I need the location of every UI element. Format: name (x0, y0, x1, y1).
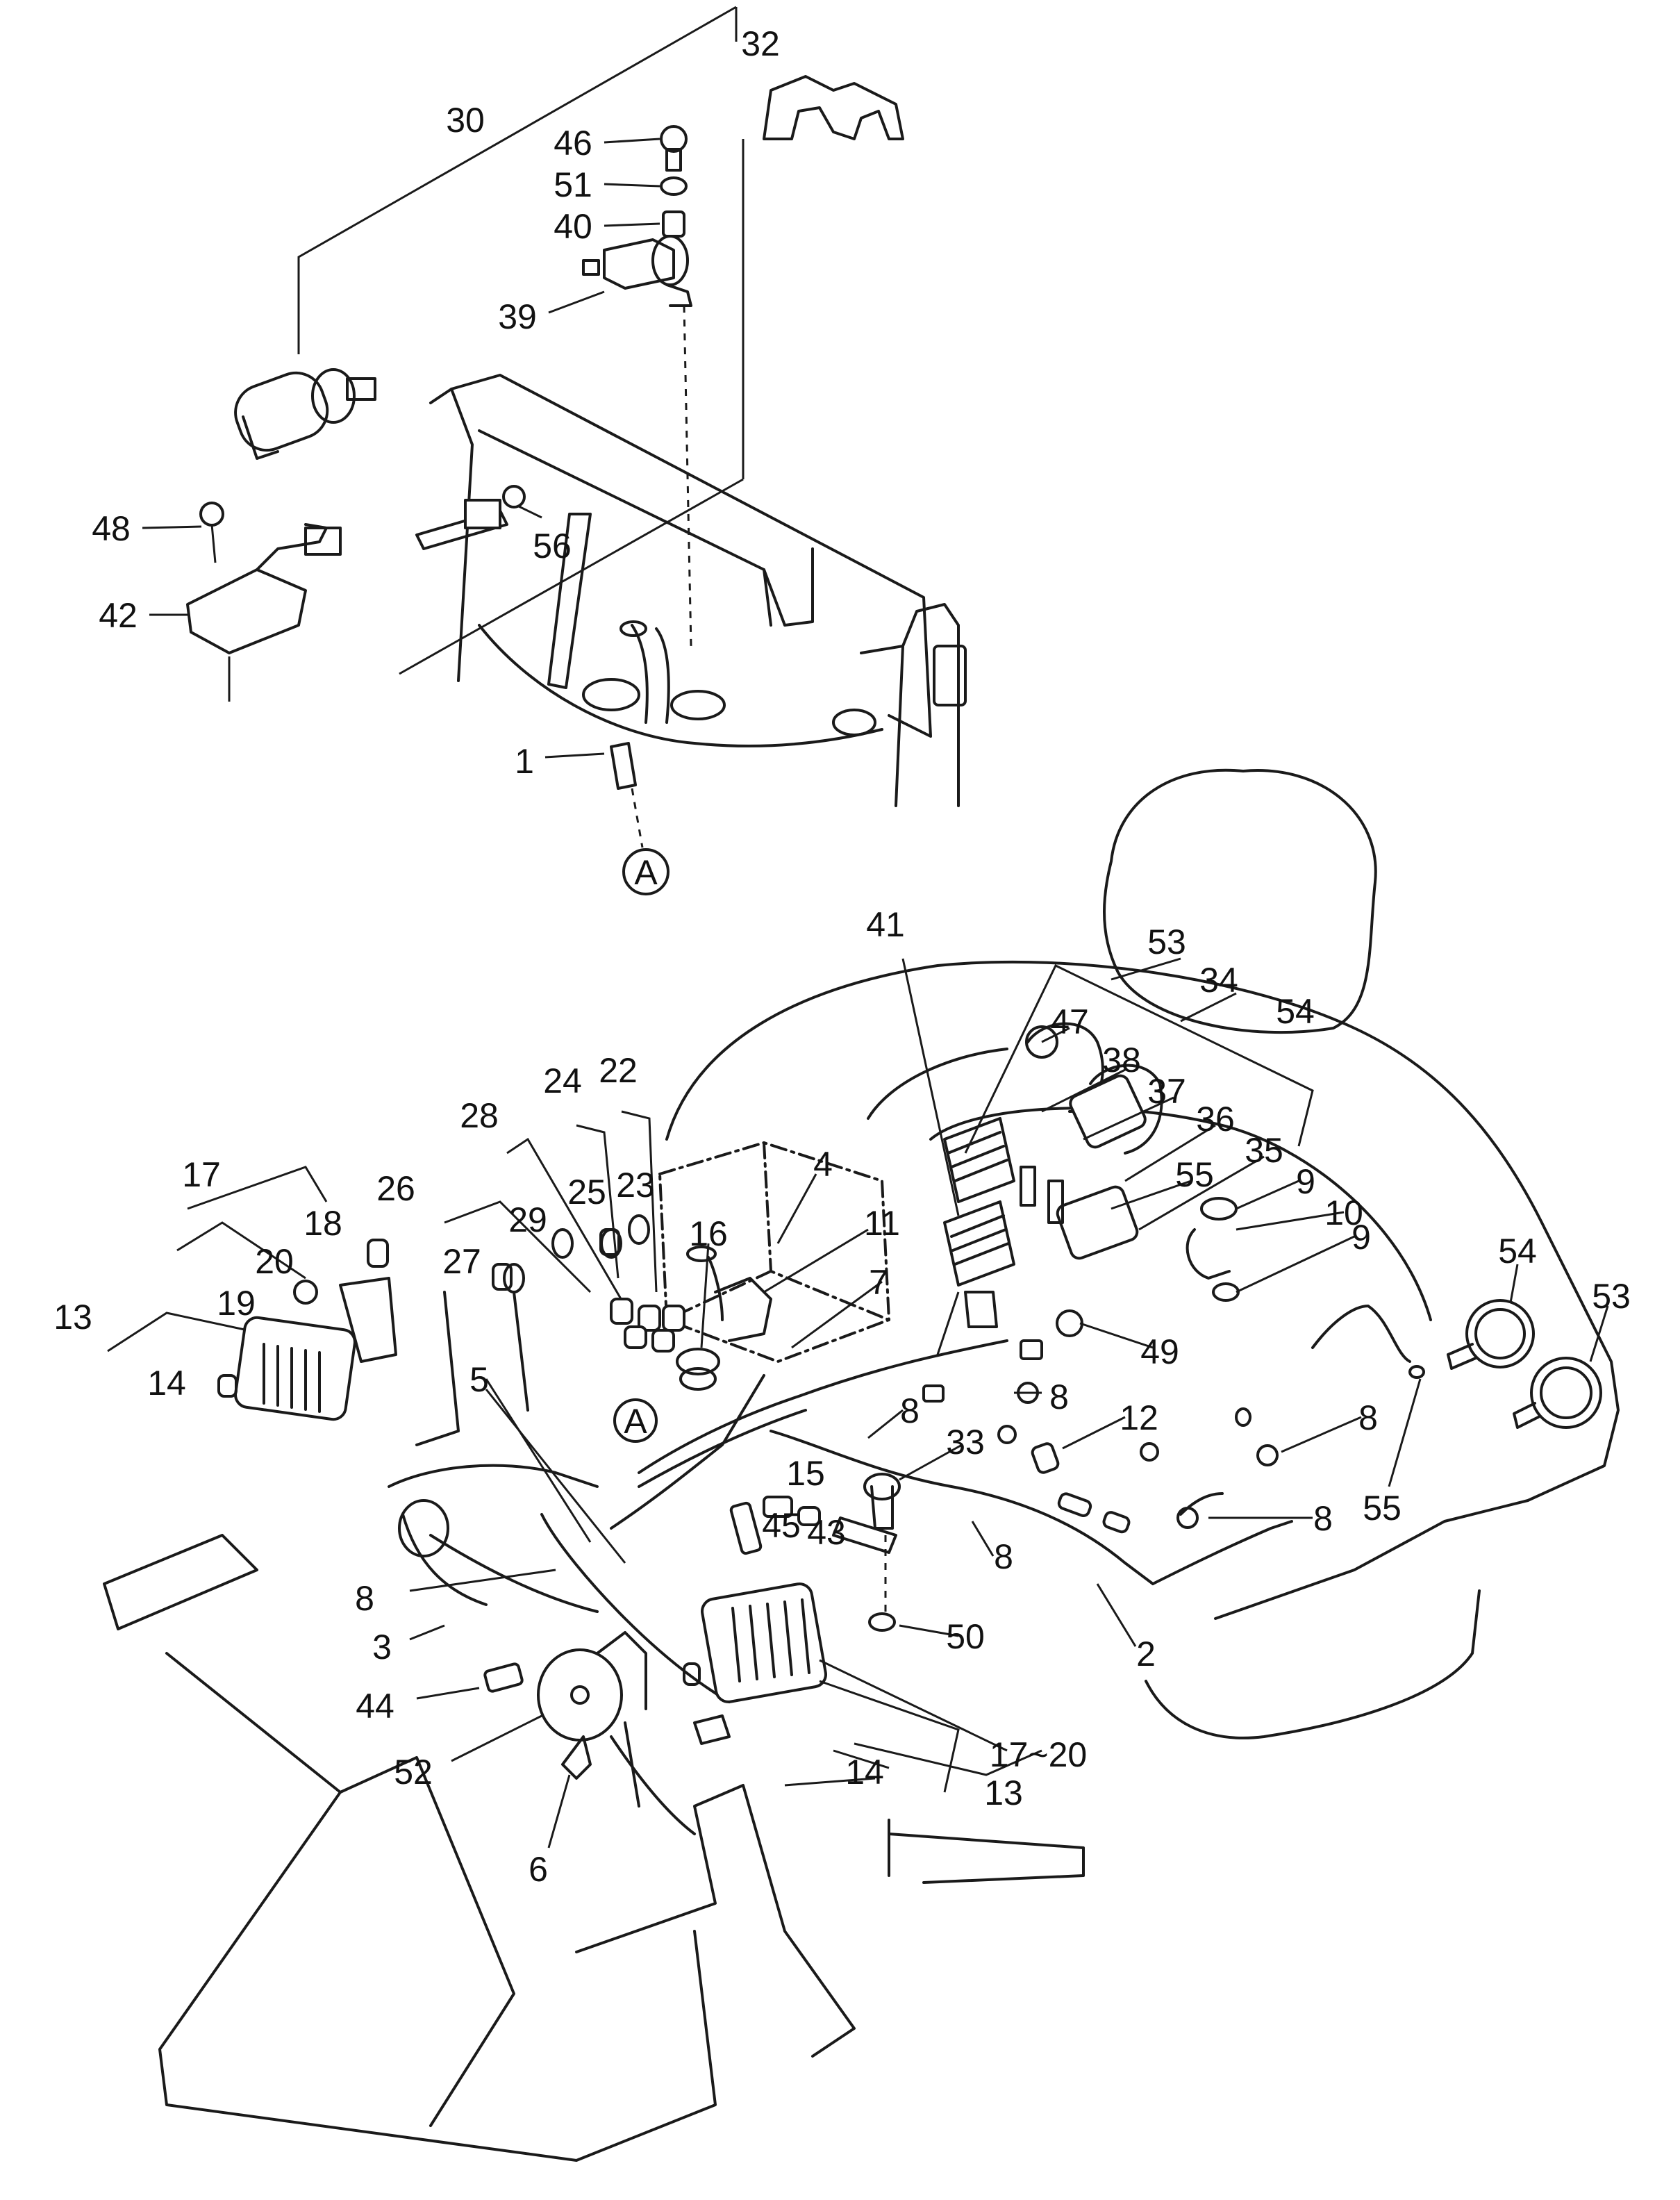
gauge-cluster (943, 1022, 1163, 1260)
upper-leaders (142, 138, 660, 616)
callout-c45: 45 (762, 1506, 801, 1545)
callout-c5: 5 (469, 1360, 489, 1399)
callout-c27: 27 (442, 1242, 481, 1281)
callout-c47: 47 (1050, 1002, 1089, 1041)
callout-c2: 2 (1136, 1635, 1156, 1673)
callout-c34: 34 (1199, 961, 1238, 1000)
callout-c14b: 14 (845, 1753, 884, 1792)
callout-c18: 18 (303, 1204, 342, 1243)
callout-c40: 40 (554, 207, 592, 246)
wire-harness (429, 1339, 1293, 1703)
callout-c23: 23 (616, 1166, 655, 1205)
callout-c25: 25 (567, 1173, 606, 1211)
callout-c54a: 54 (1276, 992, 1315, 1031)
callout-c29: 29 (508, 1200, 547, 1239)
marker-a-bottom-label: A (624, 1402, 647, 1441)
callout-c44: 44 (356, 1687, 394, 1726)
rear-lamps (1388, 1264, 1609, 1487)
callout-c7: 7 (869, 1263, 888, 1302)
left-work-light (107, 1166, 620, 1421)
switch-cluster (444, 1110, 724, 1353)
callout-c15: 15 (786, 1454, 825, 1493)
callout-c51: 51 (554, 165, 592, 204)
callout-c3: 3 (372, 1628, 392, 1666)
callout-c8e: 8 (994, 1537, 1013, 1576)
callout-c8a: 8 (1049, 1378, 1069, 1416)
callout-c16: 16 (689, 1214, 728, 1253)
callout-c10: 10 (1324, 1193, 1363, 1232)
leader-lines (409, 1027, 1362, 1769)
callout-c39: 39 (498, 297, 537, 336)
callout-c20: 20 (255, 1242, 294, 1281)
callout-c9b: 9 (1352, 1218, 1371, 1257)
ignition-switch (234, 368, 376, 460)
right-work-light (683, 1582, 1042, 1793)
buzzer-unit (186, 502, 342, 702)
callout-c17b: 17~20 (990, 1735, 1087, 1774)
callout-c26: 26 (376, 1169, 415, 1208)
marker-a-top-label: A (634, 853, 658, 892)
callout-c9a: 9 (1296, 1162, 1315, 1201)
callout-c56: 56 (533, 527, 572, 565)
callout-c13a: 13 (53, 1298, 92, 1337)
callout-c32: 32 (741, 24, 780, 63)
callout-c4: 4 (813, 1145, 833, 1184)
callout-c43: 43 (807, 1513, 846, 1552)
callout-c1: 1 (515, 742, 534, 781)
callout-c6: 6 (529, 1850, 548, 1889)
callout-c38: 38 (1102, 1041, 1141, 1080)
callout-c12: 12 (1120, 1398, 1158, 1437)
callout-c55b: 55 (1363, 1489, 1402, 1528)
callout-c8b: 8 (900, 1391, 920, 1430)
callout-c30: 30 (446, 101, 485, 140)
lower-frame (103, 1291, 1085, 2162)
callout-c55a: 55 (1175, 1155, 1214, 1194)
callout-c54b: 54 (1498, 1232, 1537, 1271)
right-components (1056, 1180, 1411, 1363)
lower-assembly: A (103, 138, 1620, 2162)
callout-c13b: 13 (984, 1773, 1023, 1812)
callout-c36: 36 (1196, 1100, 1235, 1139)
callout-c24: 24 (543, 1061, 582, 1100)
callout-c48: 48 (92, 509, 131, 548)
upper-assembly: A (186, 6, 967, 895)
callout-c8d: 8 (1313, 1499, 1333, 1538)
callout-c14a: 14 (147, 1364, 186, 1403)
callout-c42: 42 (99, 596, 138, 635)
mount-bracket (763, 75, 904, 140)
flasher-relay (582, 235, 692, 307)
callout-c35: 35 (1245, 1131, 1283, 1170)
callout-c17a: 17 (182, 1155, 221, 1194)
callout-c28: 28 (460, 1096, 499, 1135)
callout-c53a: 53 (1147, 923, 1186, 961)
center-lamp: A (613, 1277, 772, 1443)
callout-c22: 22 (599, 1051, 638, 1090)
callout-c52: 52 (394, 1753, 433, 1792)
fuse-box (901, 958, 1015, 1355)
callout-c50: 50 (946, 1617, 985, 1656)
callout-c53b: 53 (1592, 1277, 1631, 1316)
callout-c8f: 8 (355, 1579, 374, 1618)
callout-c11: 11 (864, 1204, 900, 1243)
callout-c46: 46 (554, 124, 592, 163)
callout-c19: 19 (217, 1284, 256, 1323)
callout-c37: 37 (1147, 1072, 1186, 1111)
callout-c41: 41 (866, 905, 905, 944)
horn (483, 1631, 647, 1849)
marker-a-top: A (622, 848, 669, 895)
callout-c8c: 8 (1358, 1398, 1378, 1437)
toggle-switch (415, 485, 542, 550)
center-bolts (729, 1473, 901, 1632)
callout-c49: 49 (1140, 1332, 1179, 1371)
callout-c33: 33 (946, 1423, 985, 1462)
bolt-stack (660, 125, 692, 647)
